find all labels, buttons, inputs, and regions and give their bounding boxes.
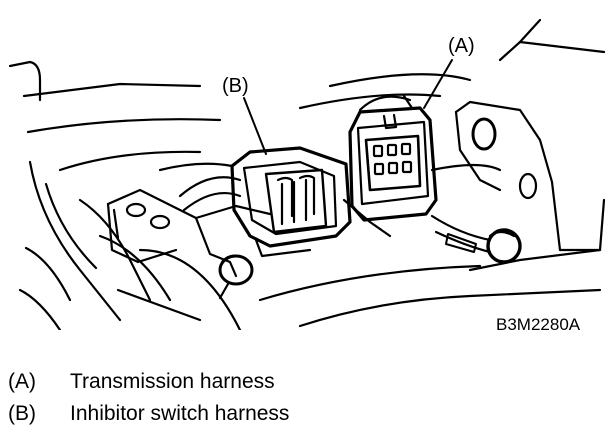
legend-key: (B) bbox=[8, 402, 36, 425]
mounting-bracket bbox=[454, 18, 606, 252]
bolt bbox=[486, 228, 522, 264]
bolt bbox=[218, 254, 254, 300]
legend-item: (B) Inhibitor switch harness bbox=[8, 398, 568, 430]
legend: (A) Transmission harness (B) Inhibitor s… bbox=[8, 366, 568, 430]
inhibitor-switch-harness-connector bbox=[230, 146, 352, 258]
legend-text: Inhibitor switch harness bbox=[70, 402, 290, 425]
transmission-harness-cable bbox=[358, 94, 502, 254]
legend-item: (A) Transmission harness bbox=[8, 366, 568, 398]
leader-line-b bbox=[243, 97, 267, 155]
callout-label-b: (B) bbox=[222, 75, 249, 97]
inhibitor-switch-harness-cable bbox=[158, 162, 392, 238]
callout-label-a: (A) bbox=[448, 35, 475, 57]
harness-clamp bbox=[106, 188, 272, 278]
transmission-connector-illustration: (A) (B) B3M2280A bbox=[8, 18, 606, 330]
figure-code: B3M2280A bbox=[496, 315, 581, 330]
legend-key: (A) bbox=[8, 370, 36, 393]
legend-text: Transmission harness bbox=[70, 370, 275, 393]
transmission-harness-connector bbox=[348, 106, 438, 222]
leader-line-a bbox=[423, 59, 453, 109]
transmission-case bbox=[8, 60, 602, 330]
